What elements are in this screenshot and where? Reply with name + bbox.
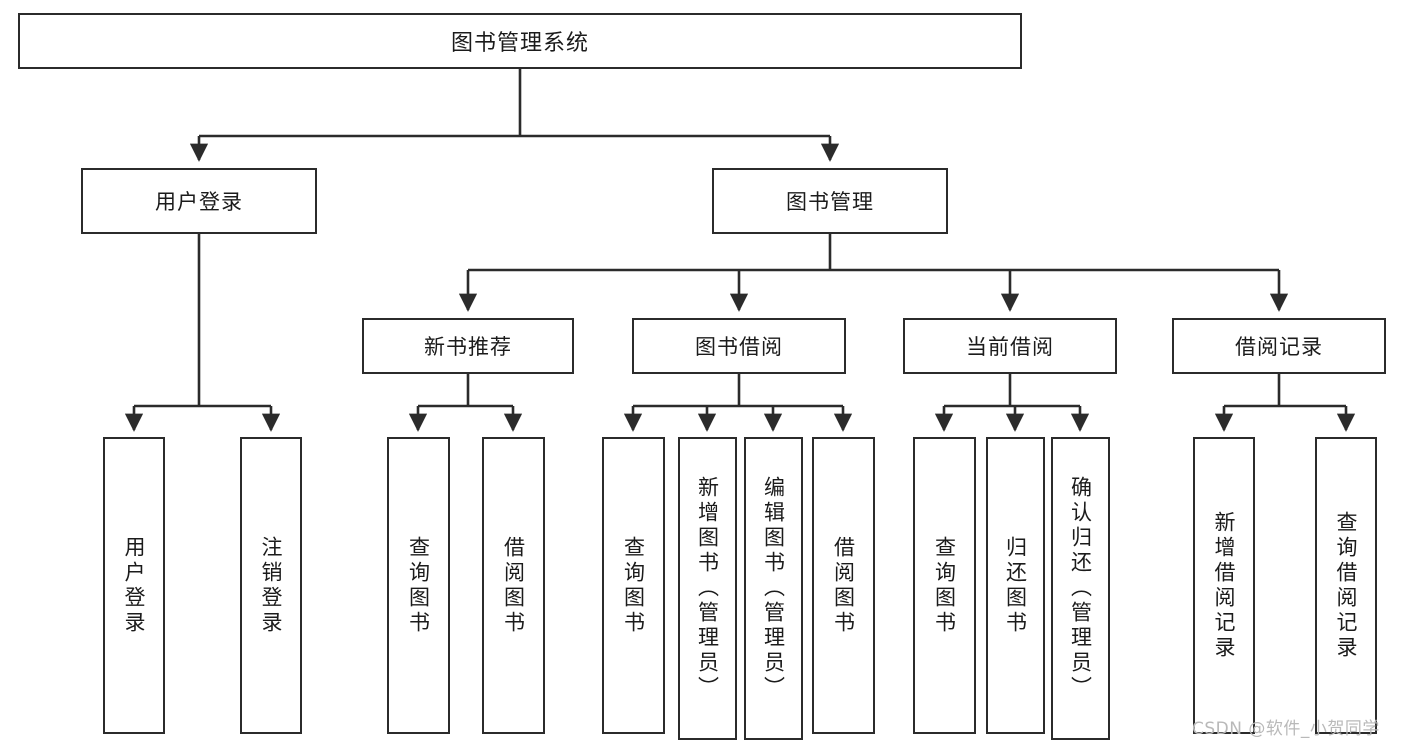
node-leaf-add-book[interactable]: 新增图书（管理员） (678, 437, 737, 740)
edge-group-current-borrow (934, 406, 1090, 432)
node-new-book-recommend[interactable]: 新书推荐 (362, 318, 574, 374)
node-leaf-edit-book[interactable]: 编辑图书（管理员） (744, 437, 803, 740)
csdn-watermark: CSDN @软件_小贺同学 (1192, 719, 1380, 739)
edge-group-user-login (124, 406, 281, 432)
edge-bus-user-login (134, 234, 271, 408)
node-leaf-confirm-return[interactable]: 确认归还（管理员） (1051, 437, 1110, 740)
node-leaf-query-book-3[interactable]: 查询图书 (913, 437, 976, 734)
node-leaf-query-book-1[interactable]: 查询图书 (387, 437, 450, 734)
node-user-login[interactable]: 用户登录 (81, 168, 317, 234)
edge-group-borrow-records (1214, 406, 1356, 432)
node-leaf-borrow-book-2[interactable]: 借阅图书 (812, 437, 875, 734)
node-leaf-query-borrow-record[interactable]: 查询借阅记录 (1315, 437, 1377, 734)
node-borrow-records[interactable]: 借阅记录 (1172, 318, 1386, 374)
edge-bus-current-borrow (944, 374, 1080, 408)
node-book-management[interactable]: 图书管理 (712, 168, 948, 234)
edge-group-book-borrow (623, 406, 853, 432)
node-leaf-query-book-2[interactable]: 查询图书 (602, 437, 665, 734)
node-leaf-user-login[interactable]: 用户登录 (103, 437, 165, 734)
node-book-borrow[interactable]: 图书借阅 (632, 318, 846, 374)
node-leaf-add-borrow-record[interactable]: 新增借阅记录 (1193, 437, 1255, 734)
node-leaf-logout[interactable]: 注销登录 (240, 437, 302, 734)
node-leaf-return-book[interactable]: 归还图书 (986, 437, 1045, 734)
node-current-borrow[interactable]: 当前借阅 (903, 318, 1117, 374)
edge-bus-borrow-records (1224, 374, 1346, 408)
edge-group-root (189, 136, 840, 162)
edge-bus-book-management (468, 234, 1279, 272)
edge-bus-book-borrow (633, 374, 843, 408)
node-root[interactable]: 图书管理系统 (18, 13, 1022, 69)
edge-bus-root (199, 69, 830, 138)
edge-group-new-book-recommend (408, 406, 523, 432)
node-leaf-borrow-book-1[interactable]: 借阅图书 (482, 437, 545, 734)
edge-bus-new-book-recommend (418, 374, 513, 408)
edge-group-book-management (458, 270, 1289, 312)
